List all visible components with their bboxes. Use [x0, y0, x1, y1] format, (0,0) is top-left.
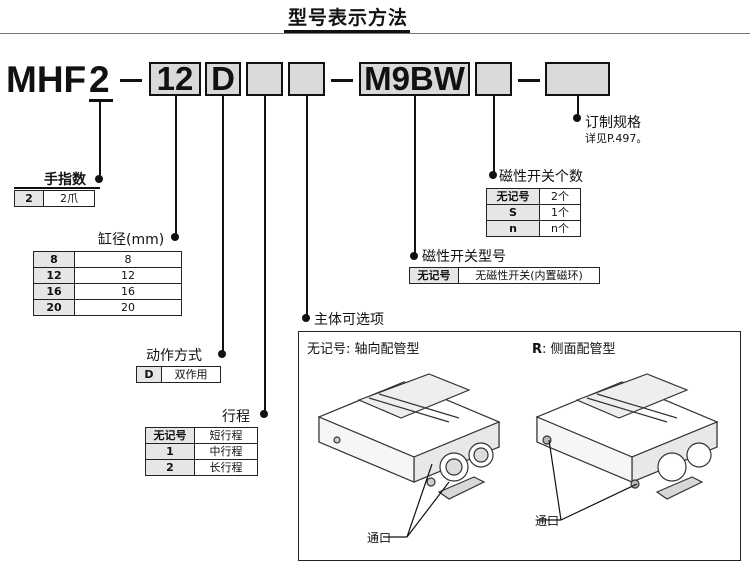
fingers-underline	[89, 99, 113, 102]
table-key: 2	[145, 459, 195, 476]
table-value: 中行程	[194, 443, 258, 460]
axial-gripper-illustration	[317, 373, 501, 500]
action-label: 动作方式	[146, 348, 202, 364]
port-leader-lines	[383, 439, 638, 538]
table-key: 20	[33, 299, 75, 316]
table-key: D	[136, 366, 162, 383]
table-key: n	[486, 220, 540, 237]
table-key: 2	[14, 190, 44, 207]
code-switch-count-box	[475, 62, 512, 96]
table-value: 20	[74, 299, 182, 316]
header-rule	[0, 33, 750, 34]
body-option-label: 主体可选项	[314, 312, 384, 328]
table-value: 1个	[539, 204, 581, 221]
bore-leader-dot	[171, 233, 179, 241]
custom-label: 订制规格	[585, 115, 641, 131]
axial-piping-label: 无记号: 轴向配管型	[307, 342, 420, 357]
switch-count-leader-dot	[489, 171, 497, 179]
side-gripper-illustration	[535, 373, 719, 500]
side-piping-key: R	[532, 342, 543, 357]
table-key: 16	[33, 283, 75, 300]
custom-note: 详见P.497。	[585, 132, 648, 145]
table-key: 8	[33, 251, 75, 268]
switch-count-leader-v	[493, 96, 495, 175]
table-value: 16	[74, 283, 182, 300]
switch-type-leader-v	[414, 96, 416, 256]
table-value: 短行程	[194, 427, 258, 444]
table-value: 12	[74, 267, 182, 284]
table-value: 2个	[539, 188, 581, 205]
code-fingers: 2	[89, 59, 110, 100]
axial-port-label: 通口	[367, 531, 392, 545]
custom-leader-dot	[573, 114, 581, 122]
code-custom-box	[545, 62, 610, 96]
code-action-box: D	[205, 62, 241, 96]
switch-type-leader-dot	[410, 252, 418, 260]
action-leader-dot	[218, 350, 226, 358]
table-row: 2 2爪	[14, 190, 95, 207]
table-key: S	[486, 204, 540, 221]
bore-leader-v	[175, 96, 177, 238]
side-port-label: 通口	[535, 514, 560, 528]
action-leader-v	[222, 96, 224, 354]
fingers-table: 2 2爪	[14, 190, 95, 207]
body-option-frame: 无记号: 轴向配管型 R: 侧面配管型	[298, 331, 741, 561]
code-prefix: MHF	[6, 59, 87, 100]
table-row: 无记号 无磁性开关(内置磁环)	[409, 267, 600, 284]
page-title: 型号表示方法	[287, 7, 408, 29]
side-piping-label: : 侧面配管型	[542, 342, 616, 357]
fingers-leader-dot	[95, 175, 103, 183]
code-dash-1	[120, 79, 142, 82]
table-value: 双作用	[161, 366, 221, 383]
switch-count-label: 磁性开关个数	[499, 169, 583, 185]
switch-type-label: 磁性开关型号	[422, 249, 506, 265]
fingers-rule	[14, 187, 100, 189]
code-bore-box: 12	[149, 62, 201, 96]
table-key: 无记号	[409, 267, 459, 284]
fingers-leader-v	[99, 101, 101, 180]
switch-type-table: 无记号 无磁性开关(内置磁环)	[409, 267, 600, 284]
side-piping-caption: R: 侧面配管型	[532, 338, 616, 357]
table-key: 1	[145, 443, 195, 460]
table-key: 12	[33, 267, 75, 284]
table-value: n个	[539, 220, 581, 237]
code-stroke-box	[246, 62, 283, 96]
custom-leader-v	[577, 96, 579, 118]
fingers-label: 手指数	[44, 172, 86, 188]
code-dash-3	[518, 79, 540, 82]
table-value: 长行程	[194, 459, 258, 476]
stroke-leader-dot	[260, 410, 268, 418]
body-option-leader-dot	[302, 314, 310, 322]
table-row: 无记号短行程	[145, 427, 258, 444]
code-dash-2	[331, 79, 353, 82]
stroke-label: 行程	[222, 409, 250, 425]
body-option-leader-v	[306, 96, 308, 318]
table-value: 2爪	[43, 190, 95, 207]
bore-label: 缸径(mm)	[98, 232, 165, 248]
table-key: 无记号	[145, 427, 195, 444]
table-row: D 双作用	[136, 366, 221, 383]
title-underline	[284, 30, 410, 34]
stroke-leader-v	[264, 96, 266, 415]
code-body-option-box	[288, 62, 325, 96]
table-key: 无记号	[486, 188, 540, 205]
action-table: D 双作用	[136, 366, 221, 383]
table-value: 无磁性开关(内置磁环)	[458, 267, 600, 284]
code-switch-box: M9BW	[359, 62, 470, 96]
table-value: 8	[74, 251, 182, 268]
